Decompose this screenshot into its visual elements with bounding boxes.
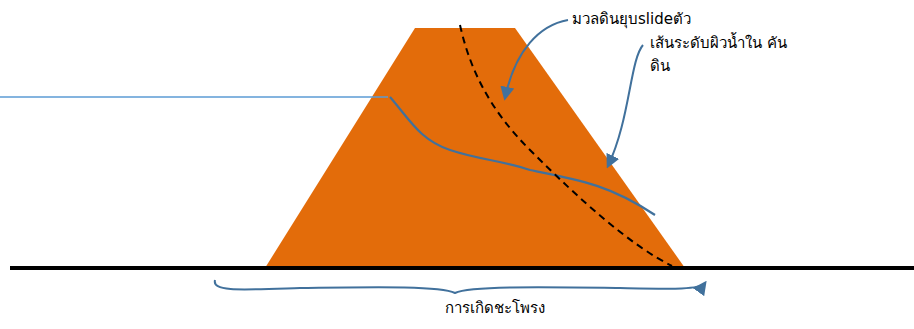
water-level <box>0 96 388 98</box>
leader-arrow <box>608 45 643 166</box>
brace-label: การเกิดชะโพรง <box>395 297 595 320</box>
callout-label: เส้นระดับผิวน้ำใน คันดิน <box>650 32 800 77</box>
phreatic-line <box>390 97 655 215</box>
embankment-body <box>265 28 685 268</box>
leader-arrow <box>505 20 568 98</box>
ground-line <box>10 266 914 270</box>
slip-surface <box>460 25 672 266</box>
callout-label: มวลดินยุบslideตัว <box>572 8 792 31</box>
brace-arrow <box>215 280 705 293</box>
